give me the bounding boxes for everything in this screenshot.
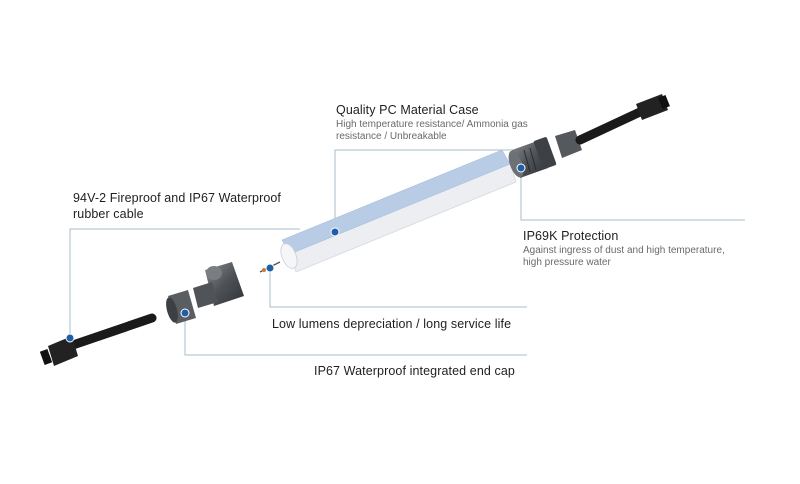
- tube: [259, 149, 517, 273]
- marker-cable: [65, 333, 75, 343]
- leader-case: [334, 149, 520, 232]
- protection-title: IP69K Protection: [523, 229, 619, 243]
- leader-lumens: [269, 268, 527, 308]
- protection-desc-line-2: high pressure water: [523, 257, 611, 268]
- marker-case: [330, 227, 340, 237]
- lumens-title: Low lumens depreciation / long service l…: [272, 317, 512, 331]
- marker-dots: [65, 163, 526, 343]
- cable-title-line-2: rubber cable: [73, 207, 144, 221]
- case-desc-line-2: resistance / Unbreakable: [336, 131, 447, 142]
- tube-end: [280, 243, 298, 269]
- leader-protection: [520, 168, 745, 221]
- left-cable: [39, 313, 157, 366]
- right-connector: [508, 130, 582, 178]
- cable-title-line-1: 94V-2 Fireproof and IP67 Waterproof: [73, 191, 282, 205]
- marker-protection: [516, 163, 526, 173]
- left-end-cap: [193, 262, 244, 308]
- case-desc-line-1: High temperature resistance/ Ammonia gas: [336, 119, 528, 130]
- right-cable: [575, 94, 670, 145]
- endcap-title: IP67 Waterproof integrated end cap: [314, 364, 515, 378]
- tube-white-half: [289, 161, 517, 273]
- case-title: Quality PC Material Case: [336, 103, 479, 117]
- tube-blue-half: [281, 149, 511, 255]
- marker-lumens: [265, 263, 275, 273]
- leader-lines: [69, 149, 745, 356]
- leader-cable: [69, 228, 300, 338]
- left-nut: [166, 290, 196, 324]
- marker-endcap: [180, 308, 190, 318]
- protection-desc-line-1: Against ingress of dust and high tempera…: [523, 245, 725, 256]
- leader-endcap: [184, 313, 527, 356]
